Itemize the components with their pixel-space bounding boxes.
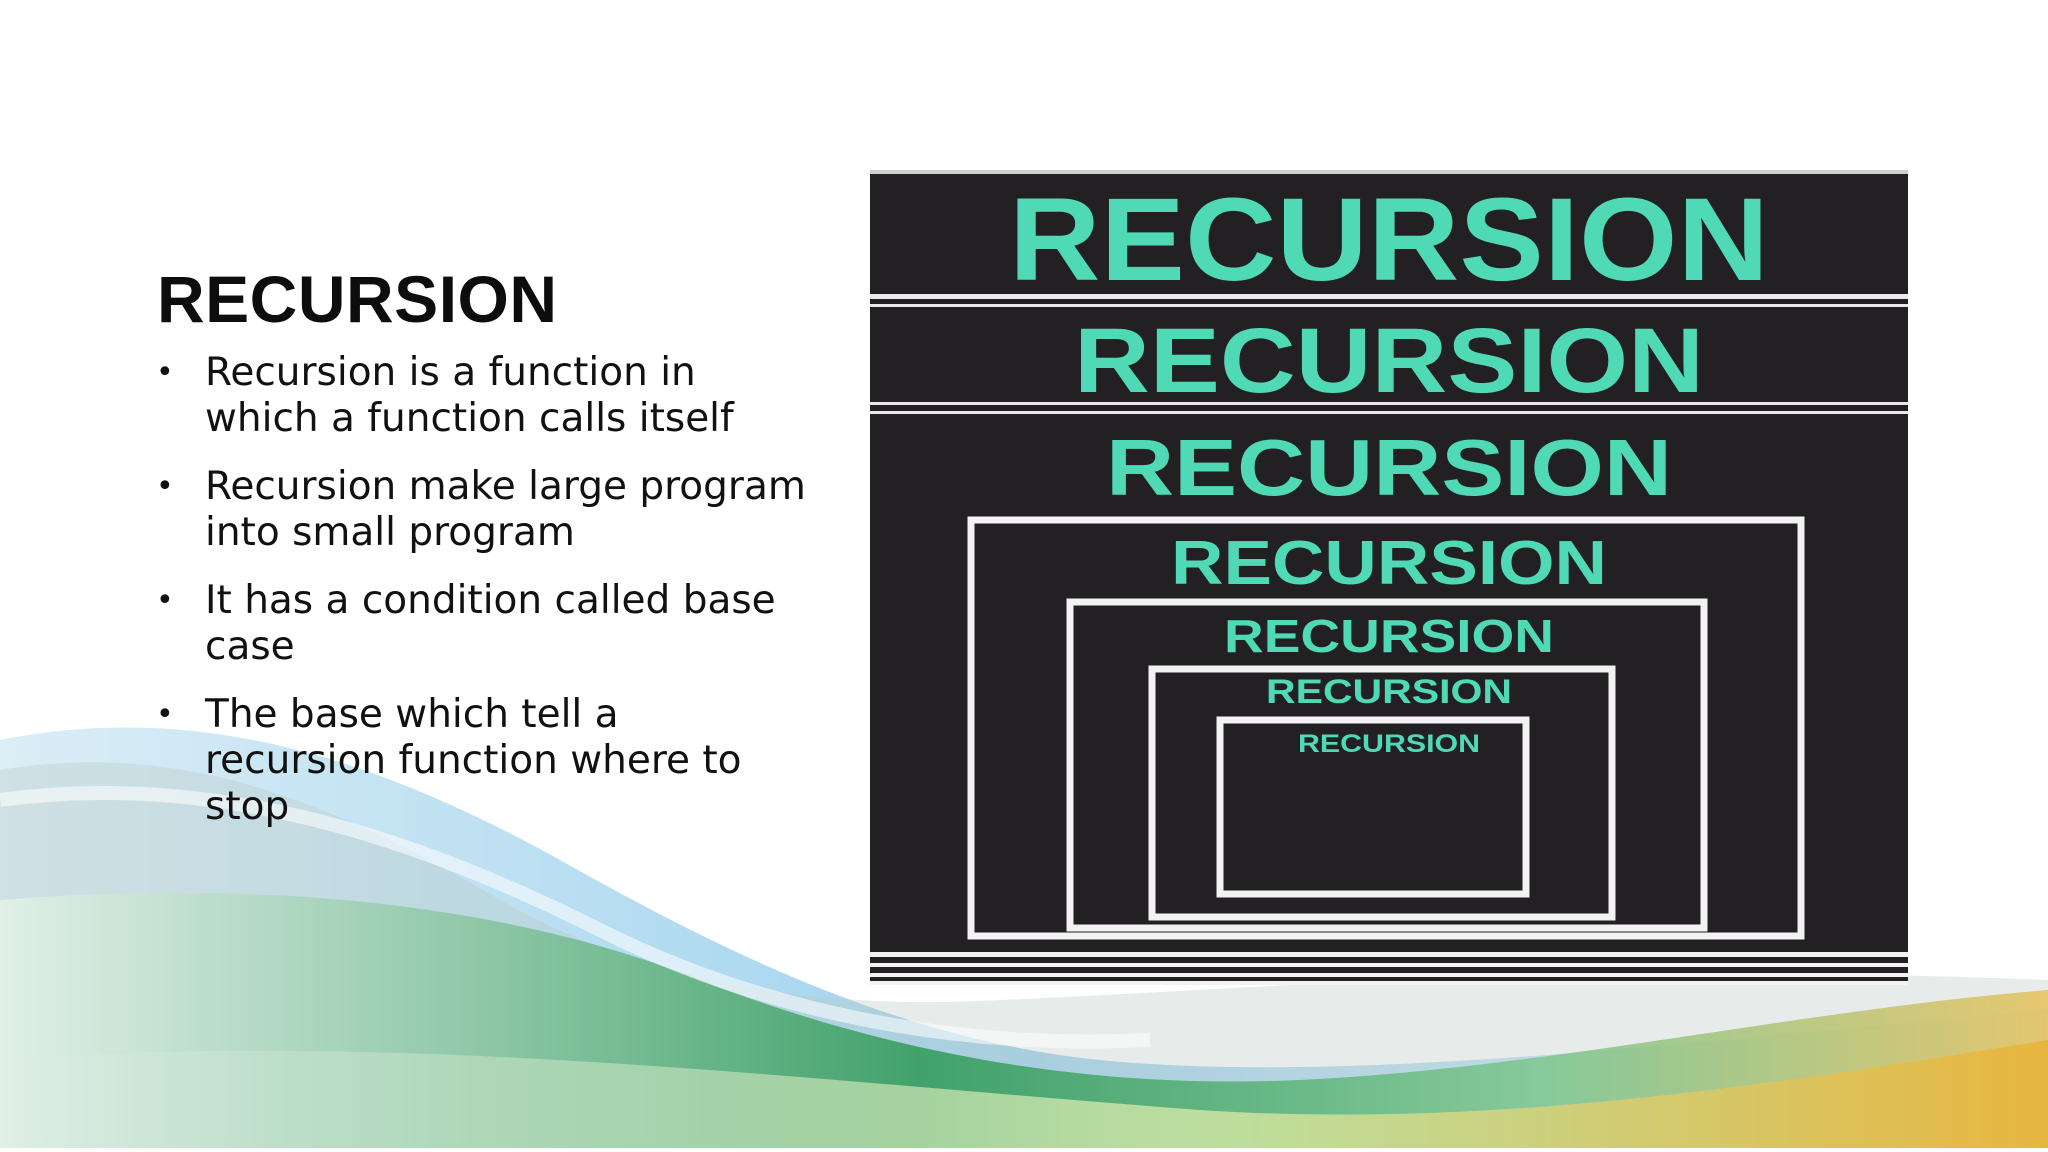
recursion-word-6: RECURSION	[1266, 673, 1512, 711]
bullet-dot-icon: •	[156, 469, 174, 504]
nested-frame	[1148, 665, 1616, 921]
frame-line	[870, 973, 1908, 977]
frame-line	[870, 170, 1908, 174]
bullet-item: • Recursion make large program into smal…	[150, 464, 810, 556]
frame-line	[870, 963, 1908, 967]
nested-frame	[967, 516, 1805, 940]
frame-line	[870, 411, 1908, 414]
bullet-text: Recursion make large program into small …	[205, 464, 806, 555]
recursion-word-4: RECURSION	[1171, 529, 1607, 598]
frame-line	[870, 952, 1908, 957]
bullet-text: Recursion is a function in which a funct…	[205, 350, 734, 441]
recursion-illustration: RECURSION RECURSION RECURSION RECURSION …	[870, 170, 1908, 985]
bullet-dot-icon: •	[156, 355, 174, 390]
recursion-image: RECURSION RECURSION RECURSION RECURSION …	[870, 170, 1908, 985]
bullet-dot-icon: •	[156, 583, 174, 618]
recursion-word-7: RECURSION	[1298, 730, 1480, 758]
slide-title: RECURSION	[157, 262, 558, 336]
recursion-word-1: RECURSION	[1009, 174, 1769, 306]
wave-yellow	[0, 1040, 2048, 1152]
bullet-item: • Recursion is a function in which a fun…	[150, 350, 810, 442]
recursion-word-2: RECURSION	[1074, 310, 1704, 412]
bullet-list: • Recursion is a function in which a fun…	[150, 350, 810, 852]
bullet-item: • The base which tell a recursion functi…	[150, 692, 810, 830]
bullet-text: It has a condition called base case	[205, 578, 776, 669]
frame-line	[870, 294, 1908, 299]
wave-highlight	[0, 785, 1151, 1049]
bullet-text: The base which tell a recursion function…	[205, 692, 742, 829]
bullet-dot-icon: •	[156, 697, 174, 732]
frame-line	[870, 981, 1908, 985]
nested-frame	[1066, 598, 1708, 932]
recursion-word-3: RECURSION	[1106, 423, 1672, 512]
frame-line	[870, 402, 1908, 405]
frame-line	[870, 304, 1908, 307]
bullet-item: • It has a condition called base case	[150, 578, 810, 670]
recursion-word-5: RECURSION	[1224, 610, 1554, 662]
nested-frame	[1216, 716, 1530, 898]
